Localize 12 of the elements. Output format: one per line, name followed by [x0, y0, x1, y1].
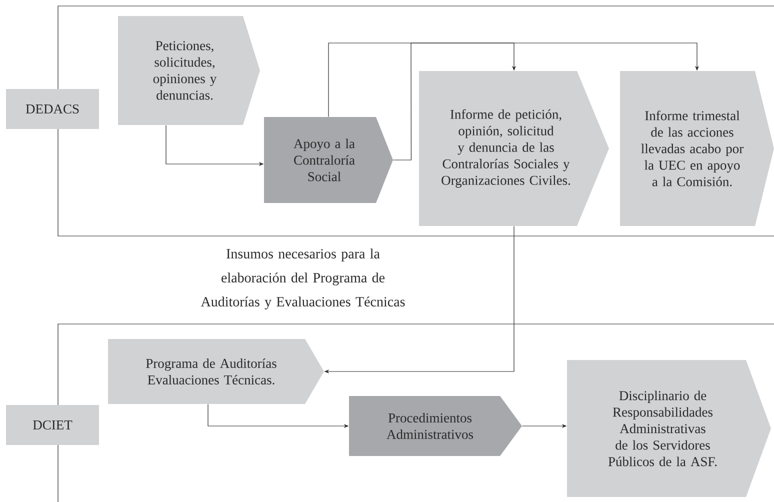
- chevron-box: Informe trimestal de las acciones llevadas acabo por la UEC en apoyo a la Comisión.: [620, 71, 774, 226]
- chevron-box: Informe de petición, opinión, solicitud y denuncia de las Contralorías Sociales y Organizaciones Civiles.: [419, 71, 609, 226]
- process-box: Apoyo a la Contraloría Social: [264, 117, 393, 203]
- chevron-box: Programa de Auditorías Evaluaciones Técnicas.: [108, 339, 324, 404]
- process-box: Procedimientos Administrativos: [349, 396, 522, 456]
- chevron-box: Peticiones, solicitudes, opiniones y denuncias.: [118, 16, 260, 125]
- arrow: [392, 42, 700, 160]
- caption-text: Insumos necesarios para la elaboración del Programa de Auditorías y Evaluaciones Técnicas: [200, 248, 405, 310]
- lane-label: DEDACS: [6, 89, 99, 129]
- lane-label: DCIET: [6, 405, 99, 445]
- arrow: [328, 42, 516, 118]
- chevron-box: Disciplinario de Responsabilidades Administrativas de los Servidores Públicos de la ASF.: [567, 360, 771, 497]
